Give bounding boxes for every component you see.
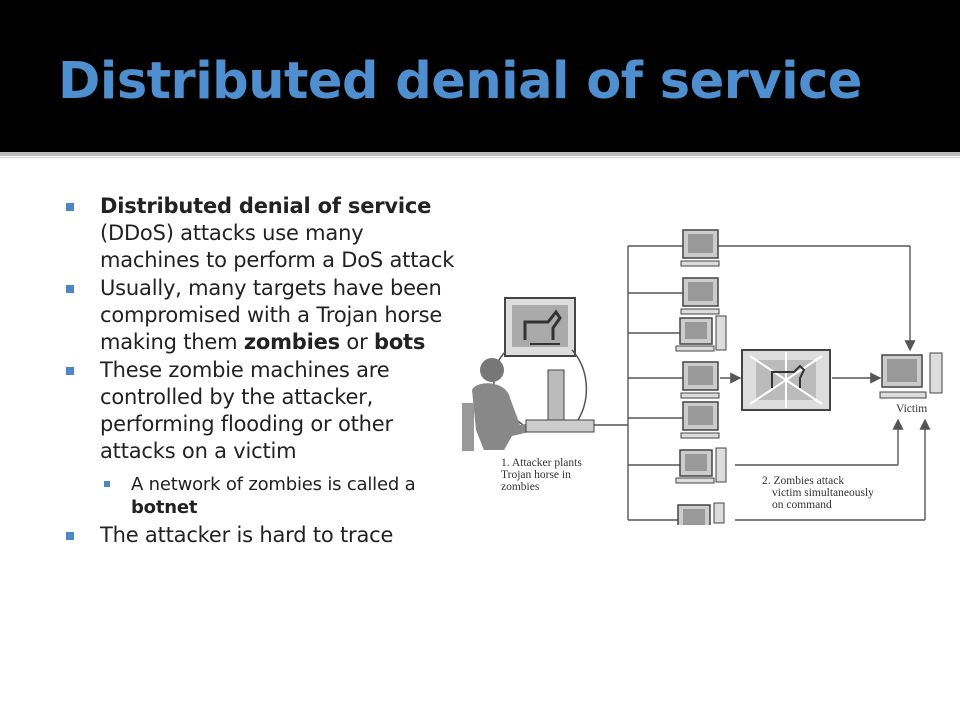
zombie-computer bbox=[675, 315, 727, 352]
bullet-list: Distributed denial of service (DDoS) att… bbox=[62, 193, 462, 550]
zombie-caption-line: victim simultaneously bbox=[772, 487, 874, 499]
bullet-square-icon bbox=[66, 532, 74, 540]
sub-bullet-text: A network of zombies is called a bbox=[131, 474, 416, 495]
attacker-caption-line: Trojan horse in bbox=[501, 469, 571, 481]
trojan-flood-icon bbox=[741, 349, 831, 411]
bullet-text: Usually, many targets have been compromi… bbox=[100, 276, 443, 354]
zombie-caption-line: 2. Zombies attack bbox=[762, 475, 844, 487]
bullet-text: (DDoS) attacks use many machines to perf… bbox=[100, 221, 455, 272]
bullet-square-icon bbox=[66, 367, 74, 375]
title-divider bbox=[0, 152, 960, 156]
bullet-zombies: Usually, many targets have been compromi… bbox=[62, 275, 462, 356]
network-lines bbox=[594, 245, 931, 521]
bullet-ddos-definition: Distributed denial of service (DDoS) att… bbox=[62, 193, 462, 274]
zombie-computer bbox=[680, 229, 720, 267]
bullet-square-icon bbox=[66, 285, 74, 293]
sub-bullet-square-icon bbox=[104, 481, 110, 487]
slide-title: Distributed denial of service bbox=[58, 52, 862, 111]
zombie-computer bbox=[680, 361, 720, 399]
bullet-hard-to-trace: The attacker is hard to trace bbox=[62, 522, 462, 549]
title-bar: Distributed denial of service bbox=[0, 0, 960, 152]
sub-bullet-botnet: A network of zombies is called a botnet bbox=[100, 473, 462, 519]
attacker-workstation bbox=[462, 297, 595, 451]
title-divider-thin bbox=[0, 157, 960, 158]
sub-bullet-list: A network of zombies is called a botnet bbox=[100, 473, 462, 519]
bullet-text: These zombie machines are controlled by … bbox=[100, 358, 393, 463]
zombie-computer bbox=[680, 401, 720, 439]
bullet-text: The attacker is hard to trace bbox=[100, 523, 394, 547]
zombie-computer bbox=[677, 502, 725, 525]
attacker-caption-line: 1. Attacker plants bbox=[501, 457, 582, 469]
attacker-caption-line: zombies bbox=[501, 481, 540, 493]
sub-bullet-strong: botnet bbox=[131, 497, 198, 518]
bullet-text-or: or bbox=[339, 330, 374, 354]
victim-computer bbox=[879, 352, 943, 399]
zombie-caption-line: on command bbox=[772, 499, 832, 511]
ddos-diagram: 1. Attacker plants Trojan horse in zombi… bbox=[462, 229, 943, 525]
victim-label: Victim bbox=[896, 403, 927, 415]
bullet-strong-bots: bots bbox=[374, 330, 426, 354]
bullet-square-icon bbox=[66, 203, 74, 211]
bullet-strong: Distributed denial of service bbox=[100, 194, 432, 218]
zombie-computer bbox=[680, 277, 720, 315]
bullet-controlled: These zombie machines are controlled by … bbox=[62, 357, 462, 519]
bullet-strong-zombies: zombies bbox=[243, 330, 340, 354]
zombie-computer bbox=[675, 447, 727, 484]
